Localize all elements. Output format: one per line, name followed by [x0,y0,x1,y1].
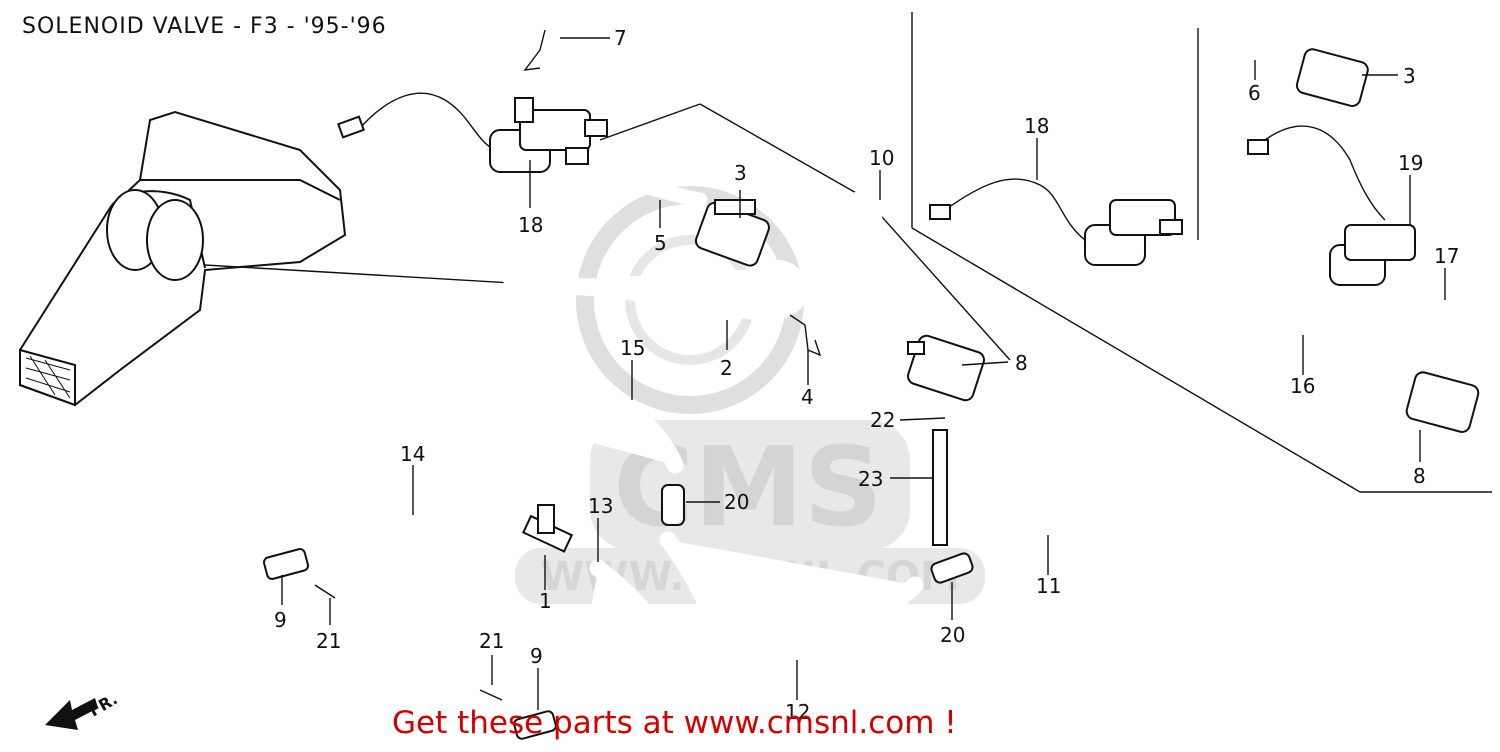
hose-6 [1222,22,1308,53]
callout-13: 13 [588,494,613,518]
callout-18-inset: 18 [1024,114,1049,138]
hose-15 [536,360,684,474]
hose-12 [659,531,924,660]
bolt-21-left [314,584,336,599]
hose-11 [981,461,1133,554]
callout-17: 17 [1434,244,1459,268]
joint-9-left [262,548,310,580]
callout-22: 22 [870,408,895,432]
callout-labels: 7 18 5 3 2 4 10 8 22 23 15 14 1 13 20 20… [274,26,1459,724]
hose-13 [566,559,689,709]
solenoid-valve-left [336,92,608,173]
hose-2 [503,259,809,321]
joint-20-lower [930,552,974,584]
t-joint-1 [522,504,574,553]
vacuum-tank-3-inset [1295,48,1369,107]
hose-17 [1359,293,1460,384]
promo-banner[interactable]: Get these parts at www.cmsnl.com ! [392,705,957,741]
leader-lines [281,37,1446,710]
callout-16: 16 [1290,374,1315,398]
callout-8-center: 8 [1015,351,1028,375]
callout-9-left: 9 [274,608,287,632]
tube-23 [932,429,948,546]
front-direction-arrow: FR. [45,689,121,730]
callout-8-inset: 8 [1413,464,1426,488]
callout-10: 10 [869,146,894,170]
callout-21-lower: 21 [479,629,504,653]
callout-14: 14 [400,442,425,466]
callout-20-upper: 20 [724,490,749,514]
callout-15: 15 [620,336,645,360]
callout-19: 19 [1398,151,1423,175]
fr-label: FR. [86,689,121,720]
page-title: SOLENOID VALVE - F3 - '95-'96 [22,14,387,39]
callout-4: 4 [801,385,814,409]
inset-frame [599,12,1492,493]
callout-3-inset: 3 [1403,64,1416,88]
callout-23: 23 [858,467,883,491]
callout-6: 6 [1248,81,1261,105]
hose-5 [614,175,708,208]
clip-7 [523,29,546,71]
vacuum-tank-8-center [907,334,985,402]
callout-21-left: 21 [316,629,341,653]
callout-5: 5 [654,231,667,255]
callout-7: 7 [614,26,627,50]
callout-12: 12 [785,700,810,724]
hose-14 [316,492,514,554]
solenoid-valve-inset [929,178,1183,266]
hose-10 [849,191,904,354]
joint-9-lower [513,710,557,740]
solenoid-valve-19 [1247,125,1416,286]
vacuum-tank-8-inset [1405,371,1480,433]
callout-9-lower: 9 [530,644,543,668]
callout-1: 1 [539,589,552,613]
hose-16 [1215,212,1309,330]
joint-20-upper [661,484,685,526]
callout-3-center: 3 [734,161,747,185]
air-box [19,110,513,407]
callout-11: 11 [1036,574,1061,598]
callout-20-lower: 20 [940,623,965,647]
callout-18-left: 18 [518,213,543,237]
bolt-21-lower [479,689,503,701]
callout-2: 2 [720,356,733,380]
